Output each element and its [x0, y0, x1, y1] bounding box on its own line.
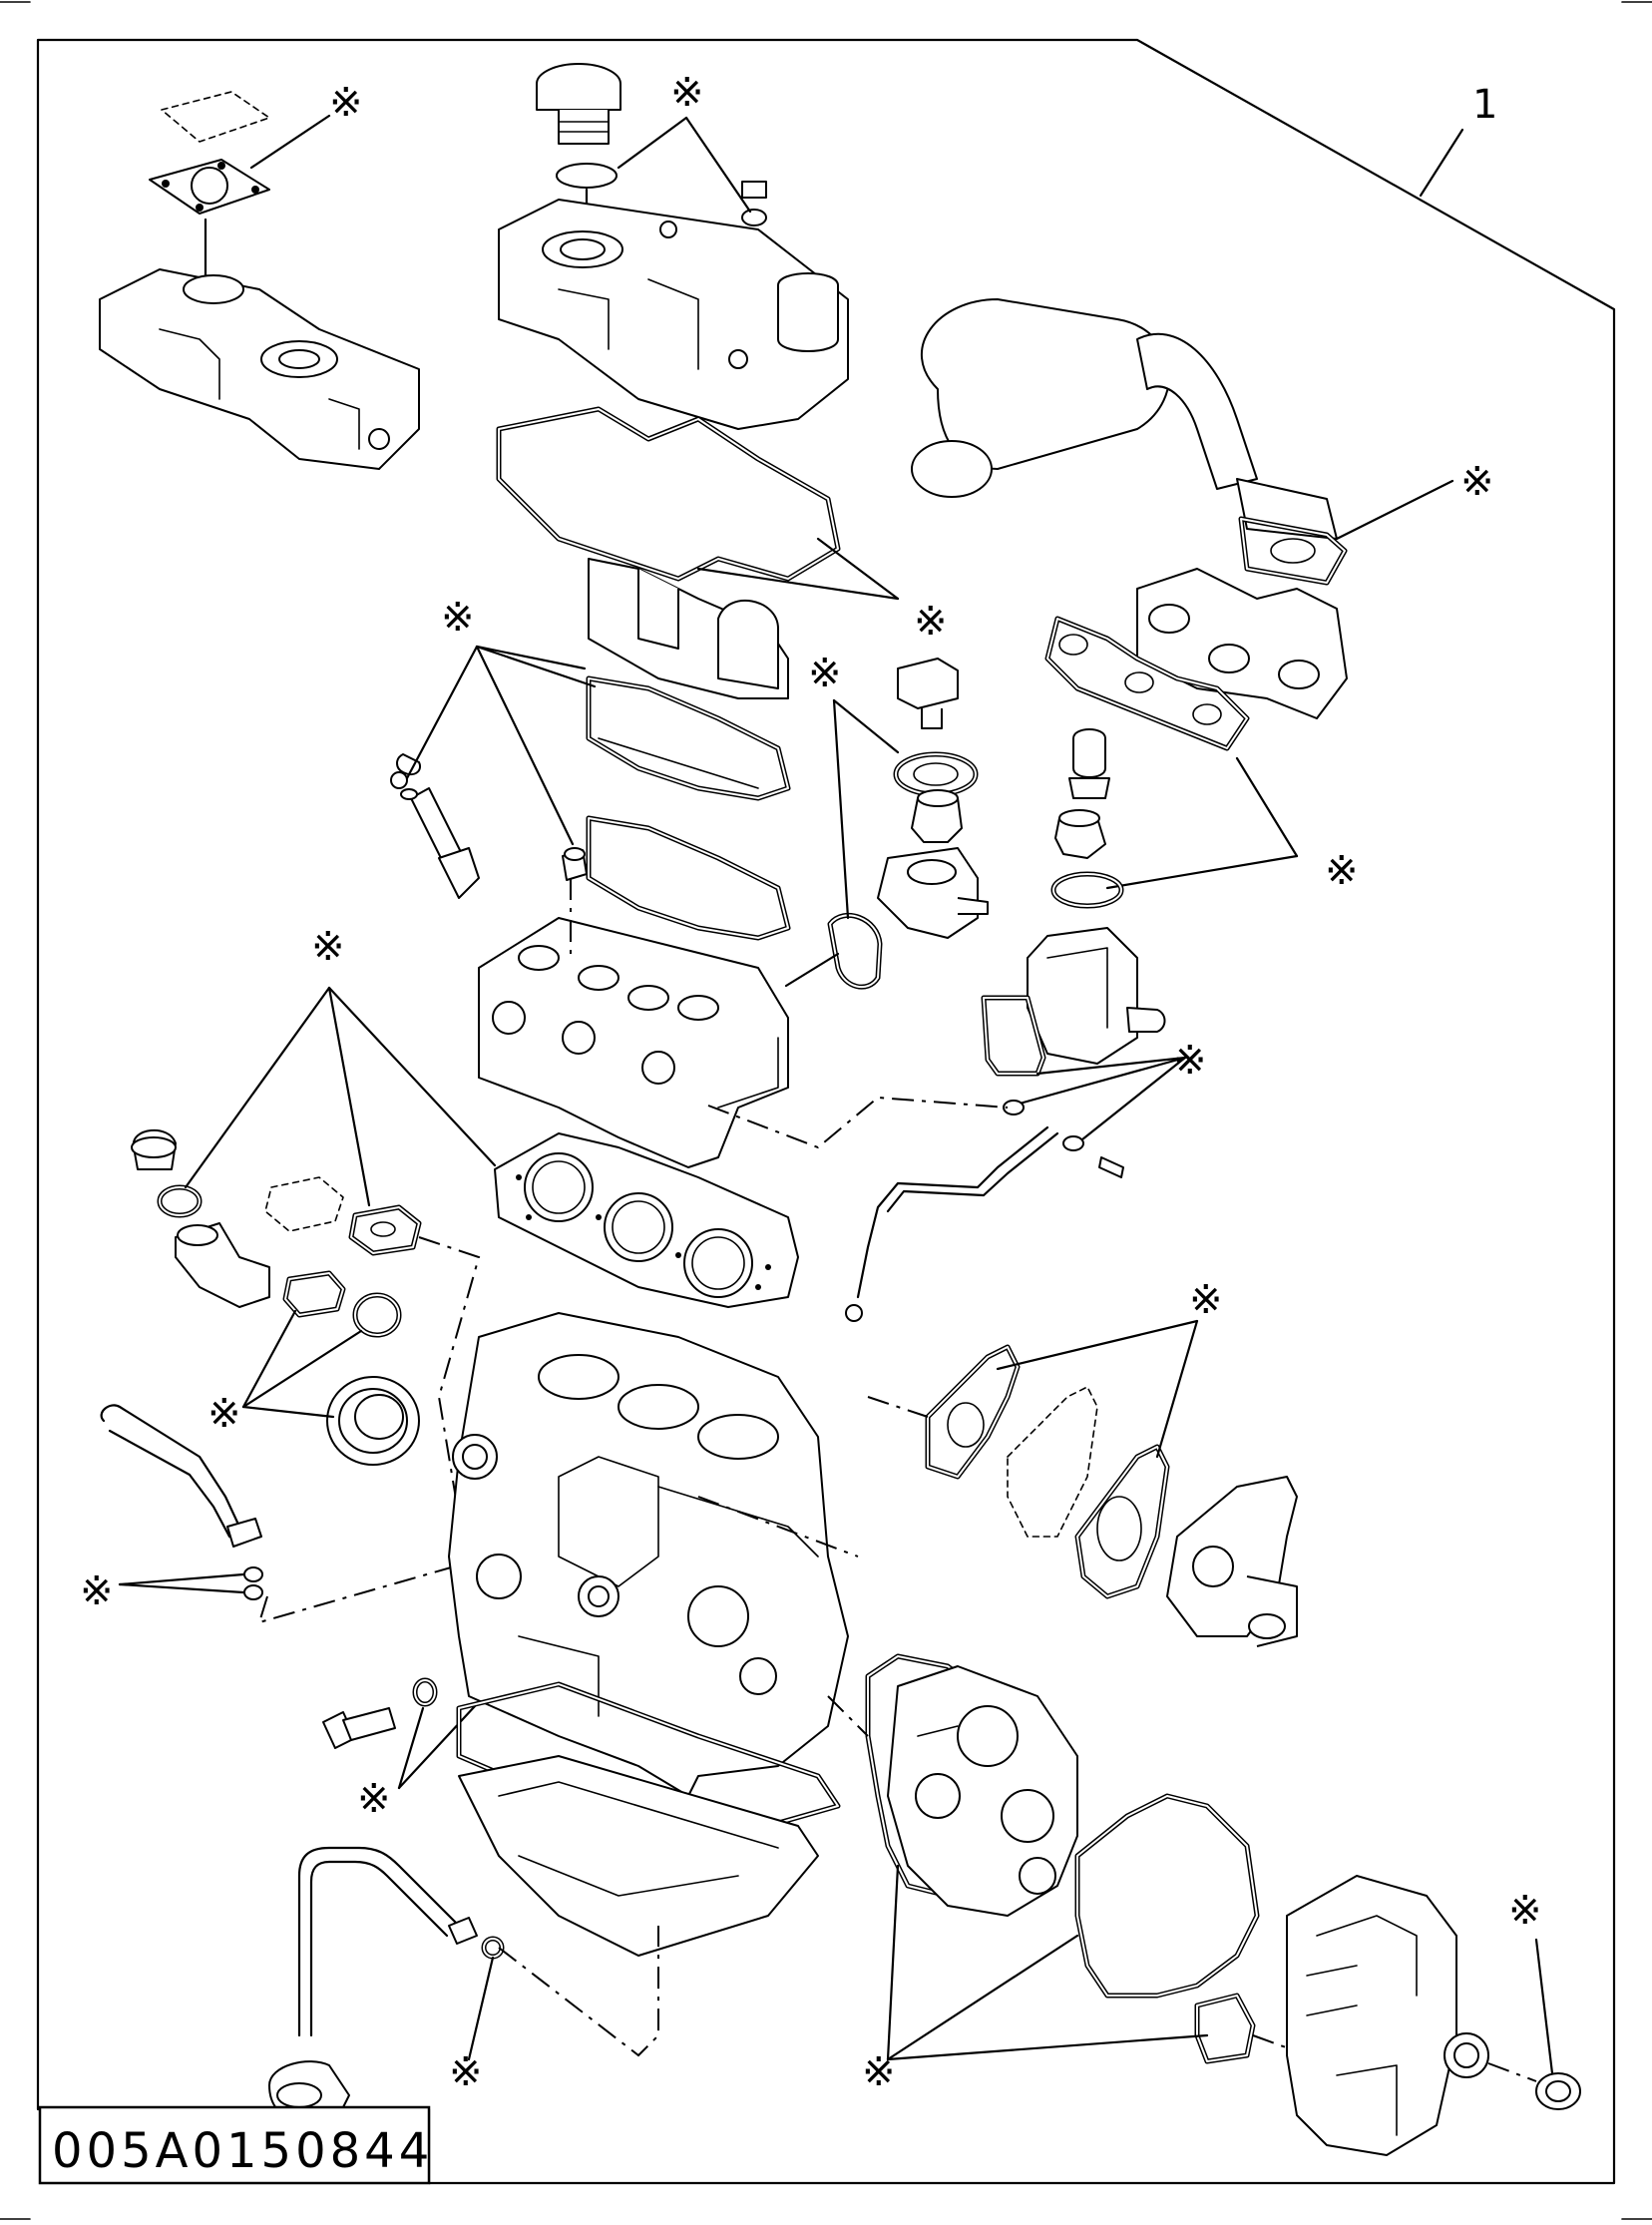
- kit-marker-outlet-washers: ※: [1018, 1038, 1207, 1145]
- svg-text:※: ※: [1325, 848, 1359, 894]
- inlet-manifold: [588, 558, 789, 699]
- kit-marker-muffler-gasket: ※: [1335, 459, 1494, 541]
- oil-pipe-washers: [243, 1566, 263, 1600]
- water-flange-cover: [264, 1176, 344, 1232]
- water-pump-cover-plate: [1007, 1386, 1098, 1538]
- kit-marker-flange-gasket: ※: [249, 80, 363, 170]
- leader-head-thermostat: [784, 952, 840, 988]
- kit-callout-leader: [1419, 128, 1464, 198]
- svg-text:※: ※: [449, 2049, 483, 2095]
- water-flange-assembly: [99, 91, 420, 470]
- injection-pump-oil-seal: [1535, 2072, 1581, 2110]
- svg-text:※: ※: [311, 924, 345, 970]
- kit-marker-upper-left: ※: [184, 924, 497, 1207]
- thermostat-gasket: [893, 751, 979, 797]
- oil-cap-o-ring: [157, 1184, 203, 1218]
- injection-pipe-washers: [1003, 1100, 1124, 1178]
- gear-case: [887, 1665, 1078, 1917]
- kit-marker-head-seals: ※: [405, 595, 597, 846]
- thermostat-cover: [897, 658, 959, 729]
- kit-marker-mid-left: ※: [207, 1309, 363, 1437]
- kit-callout-number: 1: [1472, 82, 1497, 128]
- dash-plate-to-pump: [1252, 2034, 1298, 2052]
- water-pump-gasket: [925, 1344, 1021, 1480]
- small-plate-gasket: [1194, 1993, 1256, 2064]
- thermostat-right-assembly: [1054, 728, 1110, 859]
- thermostat-housing-gasket: [827, 912, 883, 990]
- svg-text:※: ※: [914, 599, 948, 645]
- kit-marker-head-cover-gasket: ※: [696, 537, 948, 645]
- oil-filter-gasket: [282, 1270, 346, 1318]
- head-cover-gasket: [496, 406, 841, 582]
- water-pump-body-gasket: [1074, 1444, 1170, 1599]
- oil-cooler-o-ring: [352, 1292, 402, 1338]
- thermostat-right-gasket: [1050, 871, 1124, 909]
- crankshaft-oil-seal: [326, 1376, 420, 1466]
- cylinder-block: [448, 1312, 849, 1797]
- kit-marker-pump-seal: ※: [1508, 1888, 1554, 2075]
- svg-text:※: ※: [357, 1776, 391, 1822]
- dash-head-to-washers: [707, 1096, 1009, 1149]
- kit-marker-gear-case: ※: [862, 1864, 1209, 2095]
- oil-cap-left: [131, 1129, 177, 1170]
- dipstick-guide: [297, 1846, 478, 2037]
- kit-marker-water-pump: ※: [996, 1277, 1223, 1459]
- kit-marker-pipe-washers: ※: [80, 1568, 245, 1614]
- cylinder-head: [478, 878, 789, 1168]
- head-cover-nut: [741, 181, 767, 226]
- svg-text:※: ※: [441, 595, 475, 641]
- svg-text:※: ※: [1189, 1277, 1223, 1323]
- exhaust-manifold-gasket: [1044, 616, 1250, 751]
- kit-marker-lower-left: ※: [357, 1704, 477, 1822]
- svg-text:※: ※: [207, 1391, 241, 1437]
- svg-text:※: ※: [1173, 1038, 1207, 1084]
- drawing-code: 005A0150844: [52, 2123, 433, 2179]
- dash-pump-to-seal: [1487, 2062, 1537, 2082]
- water-pump: [1166, 1476, 1298, 1647]
- head-valve-seal: [562, 847, 588, 881]
- svg-text:※: ※: [808, 651, 842, 696]
- drain-bolt: [322, 1707, 396, 1749]
- thermostat-housing: [877, 847, 989, 939]
- dash-pan-to-dipstick: [498, 1926, 659, 2057]
- svg-text:※: ※: [1508, 1888, 1542, 1934]
- cylinder-head-gasket: [494, 1132, 799, 1308]
- head-cover-inner-gasket: [586, 815, 791, 941]
- cylinder-head-cover: [498, 199, 849, 430]
- kit-marker-manifold-gasket: ※: [1105, 756, 1359, 894]
- muffler: [911, 298, 1338, 540]
- injection-pipe: [845, 1125, 1059, 1322]
- kit-marker-dipstick: ※: [449, 1956, 495, 2095]
- svg-text:※: ※: [80, 1568, 114, 1614]
- water-flange-gasket: [348, 1204, 422, 1256]
- oil-filler-pipe: [175, 1222, 270, 1308]
- fuel-injector: [390, 753, 480, 899]
- thermostat: [911, 789, 963, 843]
- svg-text:※: ※: [670, 70, 704, 116]
- kit-marker-thermostat: ※: [808, 651, 900, 920]
- inlet-manifold-gasket: [586, 675, 791, 801]
- muffler-flange-gasket: [1238, 516, 1348, 586]
- svg-text:※: ※: [862, 2049, 896, 2095]
- svg-text:※: ※: [329, 80, 363, 126]
- exhaust-manifold: [1136, 568, 1348, 719]
- dash-block-to-water-pump: [697, 1496, 859, 1558]
- kit-marker-cover-seals: ※: [617, 70, 752, 214]
- dash-block-to-gear-case: [827, 1695, 869, 1737]
- drawing-code-box: 005A0150844: [38, 2105, 433, 2185]
- dash-to-pump-gasket: [867, 1396, 929, 1418]
- dash-flange-to-block: [418, 1236, 481, 1518]
- water-outlet-housing: [1027, 927, 1166, 1065]
- timing-cover-gasket: [1074, 1793, 1260, 1999]
- svg-text:※: ※: [1460, 459, 1494, 505]
- dash-pipe-to-block: [257, 1496, 699, 1624]
- oil-pipe-left: [100, 1404, 262, 1548]
- oil-pan: [458, 1755, 819, 1957]
- injection-pump: [1286, 1875, 1489, 2156]
- block-plug-o-ring: [412, 1677, 438, 1707]
